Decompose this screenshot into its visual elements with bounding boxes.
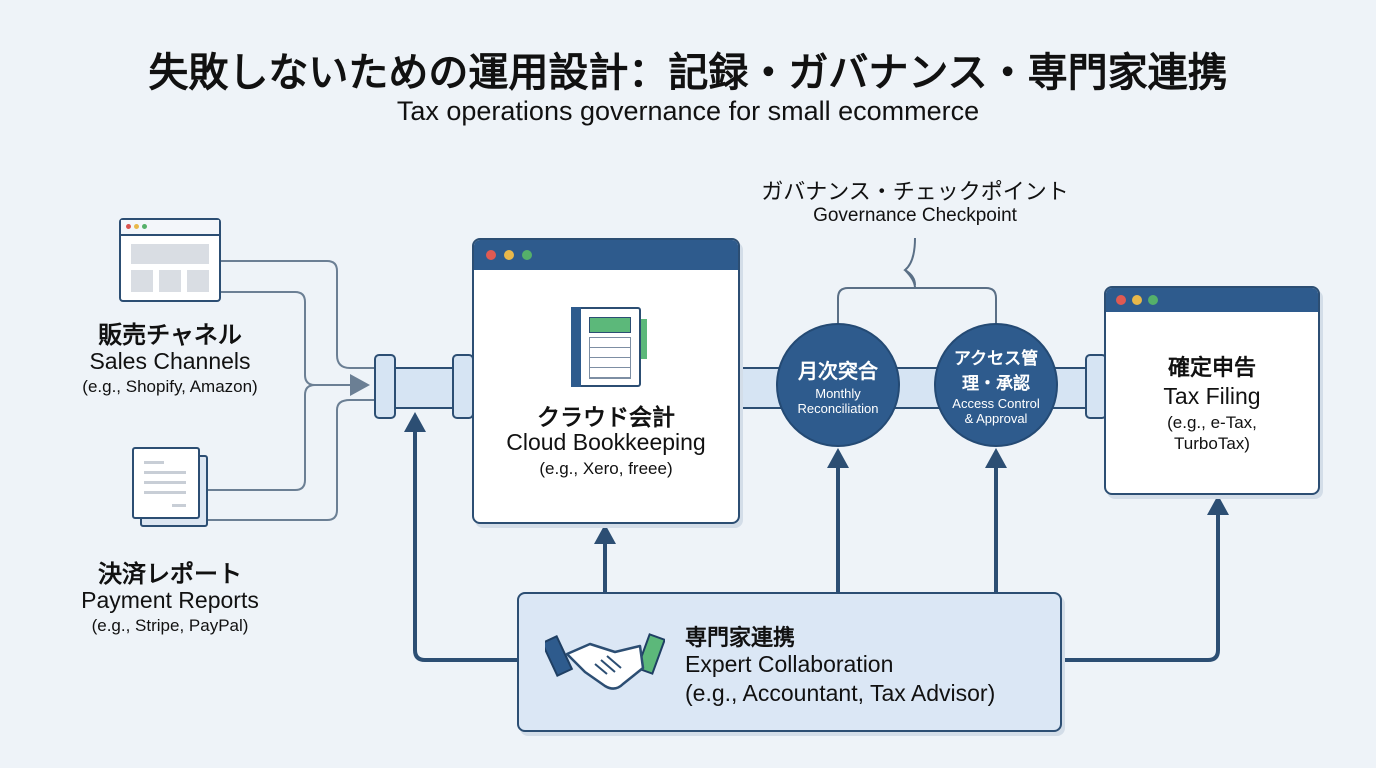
sales-label-jp: 販売チャネル xyxy=(98,321,242,349)
page-subtitle: Tax operations governance for small ecom… xyxy=(396,96,980,126)
checkpoint-brace xyxy=(837,237,997,325)
arrowheads xyxy=(404,412,1229,544)
handshake-icon xyxy=(545,633,665,690)
payment-label-en: Payment Reports xyxy=(81,587,259,613)
access-label-en2: & Approval xyxy=(964,411,1028,426)
access-label-jp2: 理・承認 xyxy=(962,374,1030,394)
ledger-icon xyxy=(571,307,647,387)
arrow-up-icon xyxy=(594,524,616,544)
input-connectors xyxy=(205,260,375,521)
filing-examples-2: TurboTax) xyxy=(1174,434,1250,453)
bookkeeping-label-en: Cloud Bookkeeping xyxy=(506,429,706,455)
arrow-up-icon xyxy=(827,448,849,468)
arrow-up-icon xyxy=(1207,495,1229,515)
sales-label-en: Sales Channels xyxy=(89,348,251,374)
payment-label-jp: 決済レポート xyxy=(98,560,242,588)
pipe-coupling xyxy=(374,354,396,419)
input-arrow-icon xyxy=(350,374,370,396)
filing-examples-1: (e.g., e-Tax, xyxy=(1167,413,1257,432)
cloud-bookkeeping-window: クラウド会計 Cloud Bookkeeping (e.g., Xero, fr… xyxy=(472,238,740,524)
pipe-coupling xyxy=(1085,354,1107,419)
expert-collaboration-box: 専門家連携 Expert Collaboration (e.g., Accoun… xyxy=(517,592,1062,732)
pipe-coupling xyxy=(452,354,474,419)
reconciliation-label-en2: Reconciliation xyxy=(797,400,879,416)
expert-arrows xyxy=(413,428,1220,662)
browser-window-icon xyxy=(119,218,221,302)
document-icon-front xyxy=(132,447,200,519)
sales-examples: (e.g., Shopify, Amazon) xyxy=(82,377,258,396)
checkpoint-label-en: Governance Checkpoint xyxy=(813,205,1017,226)
page-title: 失敗しないための運用設計：記録・ガバナンス・専門家連携 xyxy=(148,50,1228,96)
monthly-reconciliation-checkpoint: 月次突合 Monthly Reconciliation xyxy=(776,323,900,447)
checkpoint-label-jp: ガバナンス・チェックポイント xyxy=(761,180,1069,205)
tax-filing-window: 確定申告 Tax Filing (e.g., e-Tax, TurboTax) xyxy=(1104,286,1320,495)
expert-label-en: Expert Collaboration xyxy=(685,651,894,677)
access-label-jp1: アクセス管 xyxy=(953,349,1039,369)
arrow-up-icon xyxy=(404,412,426,432)
expert-label-jp: 専門家連携 xyxy=(685,626,796,651)
reconciliation-label-jp: 月次突合 xyxy=(798,358,878,383)
access-label-en1: Access Control xyxy=(952,396,1040,411)
reconciliation-label-en1: Monthly xyxy=(815,385,861,401)
filing-label-en: Tax Filing xyxy=(1163,383,1261,409)
filing-label-jp: 確定申告 xyxy=(1167,356,1256,381)
arrow-up-icon xyxy=(985,448,1007,468)
access-control-checkpoint: アクセス管 理・承認 Access Control & Approval xyxy=(934,323,1058,447)
bookkeeping-label-jp: クラウド会計 xyxy=(537,405,675,431)
payment-examples: (e.g., Stripe, PayPal) xyxy=(91,616,249,635)
expert-examples: (e.g., Accountant, Tax Advisor) xyxy=(685,680,996,706)
bookkeeping-examples: (e.g., Xero, freee) xyxy=(539,459,673,478)
